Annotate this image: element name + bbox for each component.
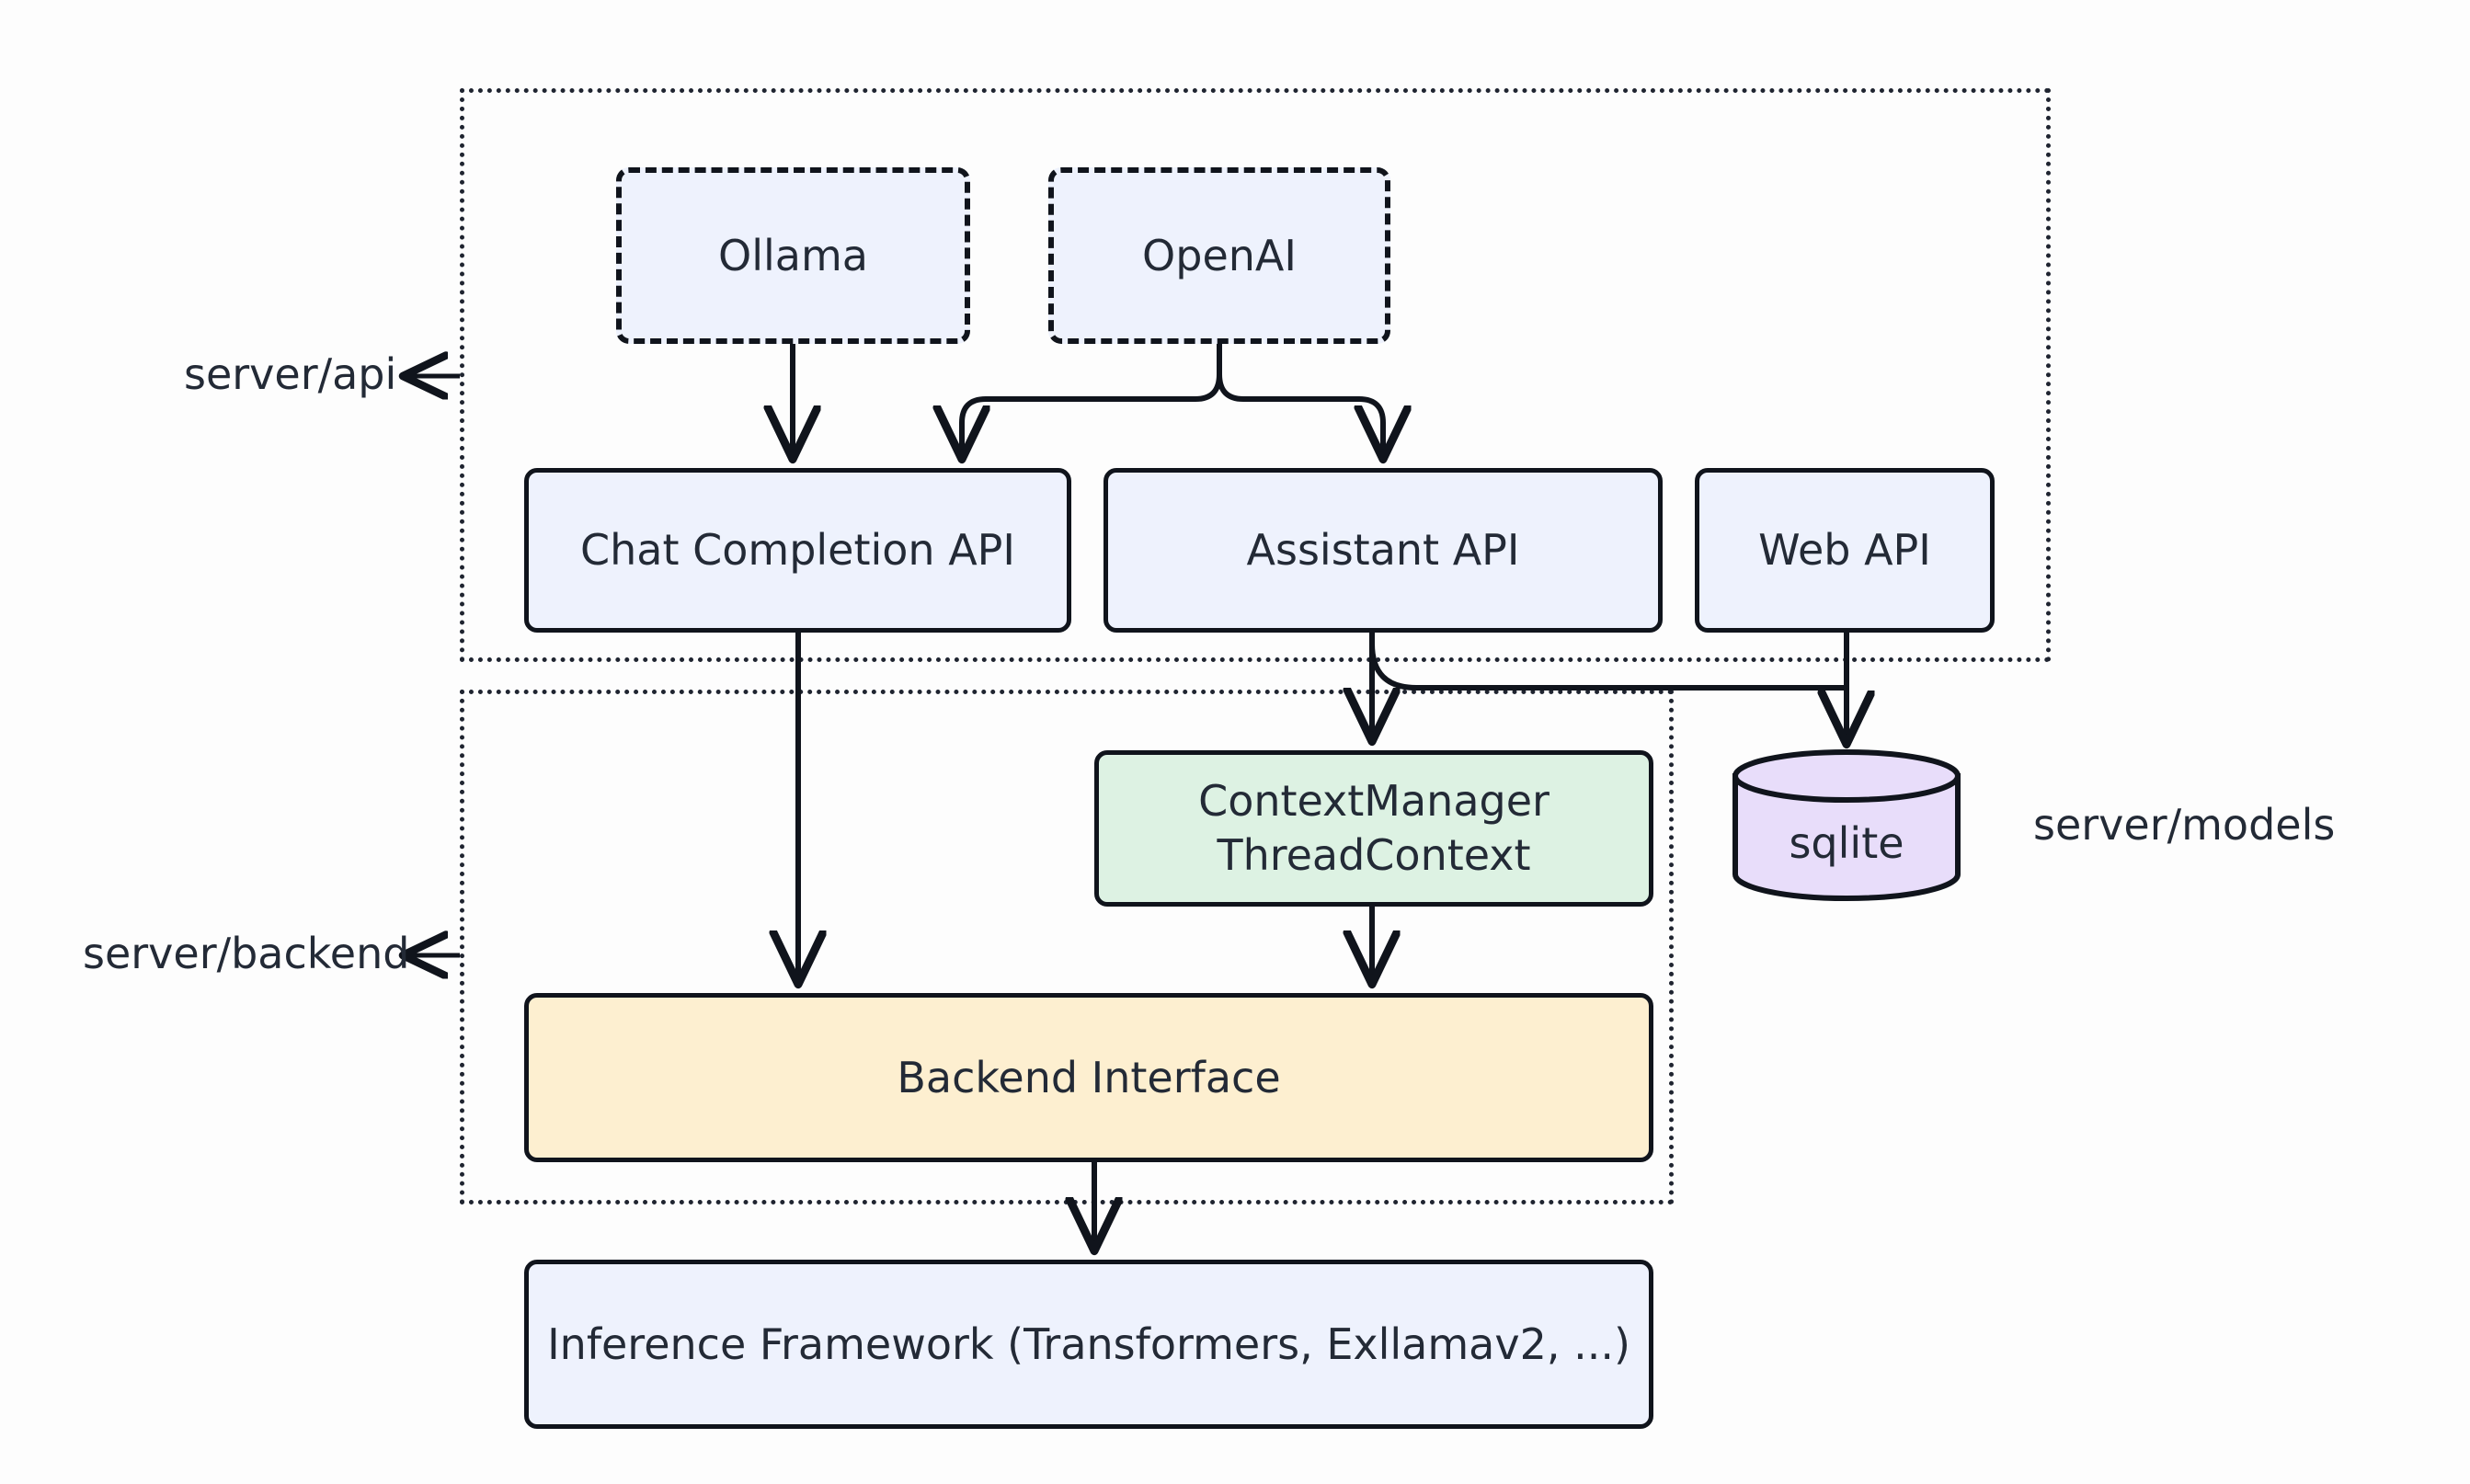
node-context-manager-label: ContextManager ThreadContext (1198, 776, 1549, 880)
node-chat-completion-api-label: Chat Completion API (580, 525, 1015, 576)
database-cylinder-icon (1732, 749, 1961, 901)
node-web-api-label: Web API (1758, 525, 1931, 576)
node-inference-framework[interactable]: Inference Framework (Transformers, Exlla… (524, 1260, 1653, 1429)
node-web-api[interactable]: Web API (1695, 468, 1995, 633)
node-backend-interface-label: Backend Interface (897, 1052, 1281, 1102)
group-label-server-models: server/models (2033, 800, 2336, 850)
node-backend-interface[interactable]: Backend Interface (524, 993, 1653, 1162)
node-openai[interactable]: OpenAI (1048, 167, 1390, 344)
node-assistant-api-label: Assistant API (1246, 525, 1520, 576)
group-label-server-api: server/api (184, 349, 397, 399)
node-assistant-api[interactable]: Assistant API (1103, 468, 1663, 633)
node-openai-label: OpenAI (1142, 230, 1297, 280)
group-label-server-backend: server/backend (83, 929, 410, 978)
node-inference-framework-label: Inference Framework (Transformers, Exlla… (547, 1318, 1630, 1369)
group-server-api (460, 88, 2051, 662)
node-chat-completion-api[interactable]: Chat Completion API (524, 468, 1071, 633)
node-ollama[interactable]: Ollama (616, 167, 970, 344)
node-context-manager[interactable]: ContextManager ThreadContext (1094, 750, 1653, 907)
node-ollama-label: Ollama (718, 230, 868, 280)
node-sqlite-database[interactable]: sqlite (1732, 749, 1961, 901)
